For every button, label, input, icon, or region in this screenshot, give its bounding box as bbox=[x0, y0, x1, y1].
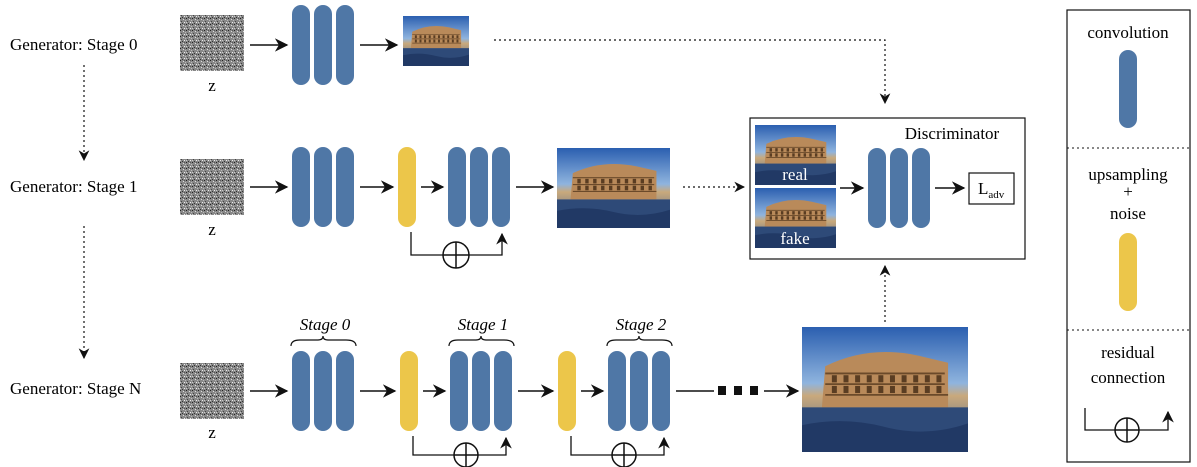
conv-layer bbox=[292, 351, 310, 431]
conv-layer bbox=[652, 351, 670, 431]
conv-layer bbox=[336, 147, 354, 227]
stage-brace-2 bbox=[606, 335, 673, 347]
ellipsis-dots bbox=[718, 386, 758, 395]
legend-plus-label: + bbox=[1123, 182, 1133, 201]
noise-label-0: z bbox=[208, 76, 216, 95]
conv-layer bbox=[608, 351, 626, 431]
legend: convolution upsampling + noise residual … bbox=[1066, 9, 1191, 463]
stage-label-1: Stage 1 bbox=[458, 315, 509, 334]
conv-layer bbox=[314, 5, 332, 85]
row-label-stage-n: Generator: Stage N bbox=[10, 379, 141, 398]
row0-to-discriminator-arrow bbox=[494, 39, 891, 105]
noise-image-n bbox=[180, 363, 244, 419]
conv-layer bbox=[314, 351, 332, 431]
conv-layer bbox=[336, 351, 354, 431]
noise-label-n: z bbox=[208, 423, 216, 442]
residual-connection-row1 bbox=[410, 232, 508, 269]
output-image-rowN bbox=[802, 327, 968, 452]
conv-layer bbox=[292, 147, 310, 227]
conv-layer bbox=[336, 5, 354, 85]
fake-label: fake bbox=[780, 229, 809, 248]
noise-label-1: z bbox=[208, 220, 216, 239]
conv-layer bbox=[494, 351, 512, 431]
legend-convolution-label: convolution bbox=[1087, 23, 1169, 42]
stage-brace-0 bbox=[290, 335, 357, 347]
noise-image-1 bbox=[180, 159, 244, 215]
conv-layer bbox=[492, 147, 510, 227]
conv-layer bbox=[450, 351, 468, 431]
output-image-row0 bbox=[403, 16, 469, 66]
conv-block-discriminator bbox=[868, 148, 930, 228]
conv-layer bbox=[868, 148, 886, 228]
conv-layer bbox=[890, 148, 908, 228]
conv-block-row1-a bbox=[292, 147, 354, 227]
legend-connection-label: connection bbox=[1091, 368, 1166, 387]
upsample-layer-rowN-1 bbox=[400, 351, 418, 431]
residual-connection-rowN-1 bbox=[412, 436, 512, 467]
conv-layer bbox=[630, 351, 648, 431]
stage-brace-1 bbox=[448, 335, 515, 347]
legend-noise-label: noise bbox=[1110, 204, 1146, 223]
legend-upsample-swatch bbox=[1119, 233, 1137, 311]
upsample-layer-row1 bbox=[398, 147, 416, 227]
conv-layer bbox=[472, 351, 490, 431]
noise-image-0 bbox=[180, 15, 244, 71]
conv-block-rowN-stage0 bbox=[292, 351, 354, 431]
legend-conv-swatch bbox=[1119, 50, 1137, 128]
loss-label: Ladv bbox=[978, 179, 1005, 201]
stage-label-2: Stage 2 bbox=[616, 315, 667, 334]
legend-residual-label: residual bbox=[1101, 343, 1155, 362]
conv-block-rowN-stage1 bbox=[450, 351, 512, 431]
upsample-layer-rowN-2 bbox=[558, 351, 576, 431]
conv-block-row0 bbox=[292, 5, 354, 85]
stage-label-0: Stage 0 bbox=[300, 315, 351, 334]
residual-connection-rowN-2 bbox=[570, 436, 670, 467]
legend-upsampling-label: upsampling bbox=[1088, 165, 1168, 184]
loss-box bbox=[968, 172, 1015, 205]
conv-block-row1-b bbox=[448, 147, 510, 227]
conv-layer bbox=[292, 5, 310, 85]
discriminator-title: Discriminator bbox=[905, 124, 1000, 143]
conv-layer bbox=[470, 147, 488, 227]
row-label-stage-1: Generator: Stage 1 bbox=[10, 177, 137, 196]
conv-layer bbox=[912, 148, 930, 228]
conv-layer bbox=[448, 147, 466, 227]
row-label-stage-0: Generator: Stage 0 bbox=[10, 35, 137, 54]
conv-layer bbox=[314, 147, 332, 227]
real-label: real bbox=[782, 165, 808, 184]
output-image-row1 bbox=[557, 148, 670, 228]
conv-block-rowN-stage2 bbox=[608, 351, 670, 431]
